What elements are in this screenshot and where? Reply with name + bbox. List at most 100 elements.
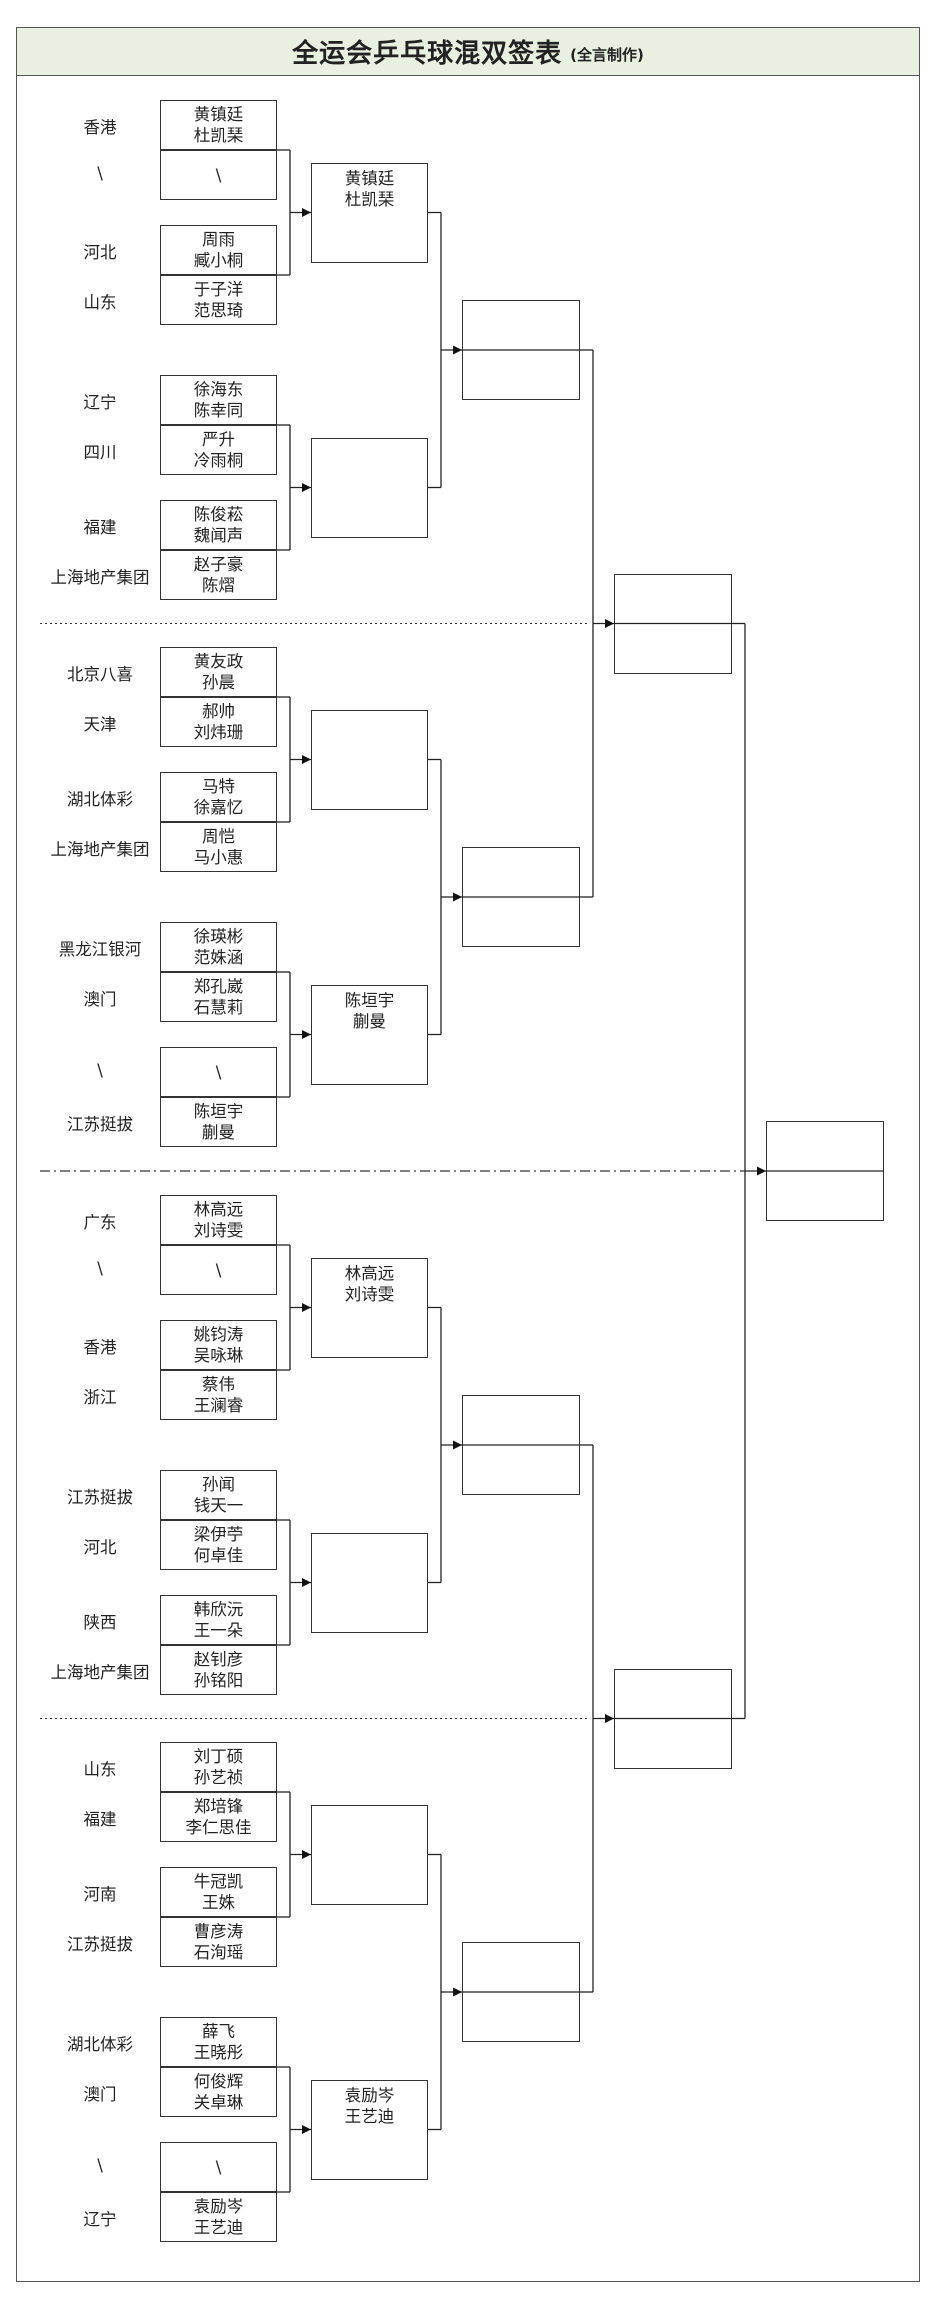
player-name: 周雨 <box>202 230 235 249</box>
player-name: 孙闻 <box>202 1475 235 1494</box>
team-label: 上海地产集团 <box>50 840 150 859</box>
round1-pair-box: 孙闻钱天一 <box>160 1470 277 1520</box>
team-label: 河北 <box>83 1538 117 1557</box>
player-name: 王艺迪 <box>344 2106 395 2126</box>
player-name: 刘诗雯 <box>193 1221 244 1240</box>
player-name: 范姝涵 <box>193 948 244 967</box>
round1-pair-box: 郝帅刘炜珊 <box>160 697 277 747</box>
round1-pair-box: 何俊辉关卓琳 <box>160 2067 277 2117</box>
team-label: 广东 <box>83 1213 117 1232</box>
team-label: 澳门 <box>83 2085 117 2104</box>
pair-names: 曹彦涛石洵瑶 <box>161 1918 276 1966</box>
player-name: 陈幸同 <box>193 401 244 420</box>
player-name: 陈俊菘 <box>193 505 244 524</box>
pair-names: 刘丁硕孙艺祯 <box>161 1743 276 1791</box>
team-label: 湖北体彩 <box>67 2035 133 2054</box>
pair-names: 韩欣沅王一朵 <box>161 1596 276 1644</box>
round1-pair-box: 郑培锋李仁思佳 <box>160 1792 277 1842</box>
pair-names: 薛飞王晓彤 <box>161 2018 276 2066</box>
player-name: 陈垣宇 <box>344 990 395 1010</box>
pair-names: 赵子豪陈熠 <box>161 551 276 599</box>
player-name: 王澜睿 <box>193 1396 244 1415</box>
player-name: 周恺 <box>202 827 235 846</box>
player-name: 刘丁硕 <box>193 1747 244 1766</box>
player-name: 袁励岑 <box>344 2085 395 2105</box>
player-name: 黄友政 <box>193 652 244 671</box>
pair-names: 黄镇廷杜凯琹 <box>312 164 427 214</box>
team-label: 黑龙江银河 <box>58 940 142 959</box>
player-name: 范思琦 <box>193 301 244 320</box>
player-name: 孙铭阳 <box>193 1671 244 1690</box>
pair-names: 黄镇廷杜凯琹 <box>161 101 276 149</box>
pair-names: 陈垣宇蒯曼 <box>312 986 427 1036</box>
team-label: 山东 <box>83 1760 117 1779</box>
round1-pair-box: 于子洋范思琦 <box>160 275 277 325</box>
round1-pair-box: 韩欣沅王一朵 <box>160 1595 277 1645</box>
team-label: \ <box>97 164 103 183</box>
team-label: 江苏挺拔 <box>67 1115 133 1134</box>
team-label: 山东 <box>83 293 117 312</box>
team-label: 上海地产集团 <box>50 1663 150 1682</box>
pair-names: \ <box>161 1048 276 1096</box>
team-label: 上海地产集团 <box>50 568 150 587</box>
team-label: 辽宁 <box>83 393 117 412</box>
player-name: 黄镇廷 <box>193 105 244 124</box>
player-name: 魏闻声 <box>193 526 244 545</box>
player-name: 蒯曼 <box>202 1123 235 1142</box>
page-subtitle: (全言制作) <box>570 46 644 64</box>
pair-names: 徐海东陈幸同 <box>161 376 276 424</box>
round1-pair-box: 徐瑛彬范姝涵 <box>160 922 277 972</box>
pair-names: \ <box>161 151 276 199</box>
team-label: 河北 <box>83 243 117 262</box>
round2-pair-box: 陈垣宇蒯曼 <box>311 984 428 1085</box>
player-name: 薛飞 <box>202 2022 235 2041</box>
round1-pair-box: 牛冠凯王姝 <box>160 1867 277 1917</box>
team-label: \ <box>97 2156 103 2175</box>
pair-names: 梁伊苧何卓佳 <box>161 1521 276 1569</box>
round2-pair-box: 黄镇廷杜凯琹 <box>311 162 428 263</box>
round1-pair-box: \ <box>160 2142 277 2192</box>
round1-pair-box: 蔡伟王澜睿 <box>160 1370 277 1420</box>
round1-pair-box: 郑孔崴石慧莉 <box>160 972 277 1022</box>
round1-pair-box: 薛飞王晓彤 <box>160 2017 277 2067</box>
player-name: 何卓佳 <box>193 1546 244 1565</box>
round1-pair-box: 梁伊苧何卓佳 <box>160 1520 277 1570</box>
round1-pair-box: 周恺马小惠 <box>160 822 277 872</box>
round1-pair-box: 黄友政孙晨 <box>160 647 277 697</box>
player-name: 牛冠凯 <box>193 1872 244 1891</box>
team-label: 天津 <box>83 715 117 734</box>
round2-pair-box <box>311 437 428 538</box>
team-label: 江苏挺拔 <box>67 1935 133 1954</box>
team-label: 江苏挺拔 <box>67 1488 133 1507</box>
player-name: 郝帅 <box>202 702 235 721</box>
player-name: 梁伊苧 <box>193 1525 244 1544</box>
team-label: \ <box>97 1259 103 1278</box>
player-name: 刘诗雯 <box>344 1284 395 1304</box>
player-name: 赵子豪 <box>193 555 244 574</box>
pair-names: 袁励岑王艺迪 <box>312 2081 427 2131</box>
player-name: 蔡伟 <box>202 1375 235 1394</box>
round2-pair-box <box>311 1804 428 1905</box>
round1-pair-box: 黄镇廷杜凯琹 <box>160 100 277 150</box>
pair-names: 郝帅刘炜珊 <box>161 698 276 746</box>
player-name: 马小惠 <box>193 848 244 867</box>
round1-pair-box: 陈垣宇蒯曼 <box>160 1097 277 1147</box>
pair-names: \ <box>161 2143 276 2191</box>
player-name: \ <box>215 1260 222 1280</box>
team-label: 香港 <box>83 1338 117 1357</box>
player-name: 严升 <box>202 430 235 449</box>
pair-names: 周雨臧小桐 <box>161 226 276 274</box>
team-label: 福建 <box>83 518 117 537</box>
pair-names: 郑培锋李仁思佳 <box>161 1793 276 1841</box>
player-name: 陈熠 <box>202 576 235 595</box>
player-name: 冷雨桐 <box>193 451 244 470</box>
player-name: 王晓彤 <box>193 2043 244 2062</box>
team-label: 浙江 <box>83 1388 117 1407</box>
team-label: 北京八喜 <box>67 665 133 684</box>
pair-names: 周恺马小惠 <box>161 823 276 871</box>
round1-pair-box: \ <box>160 1245 277 1295</box>
team-label: 香港 <box>83 118 117 137</box>
player-name: 刘炜珊 <box>193 723 244 742</box>
player-name: \ <box>215 2157 222 2177</box>
